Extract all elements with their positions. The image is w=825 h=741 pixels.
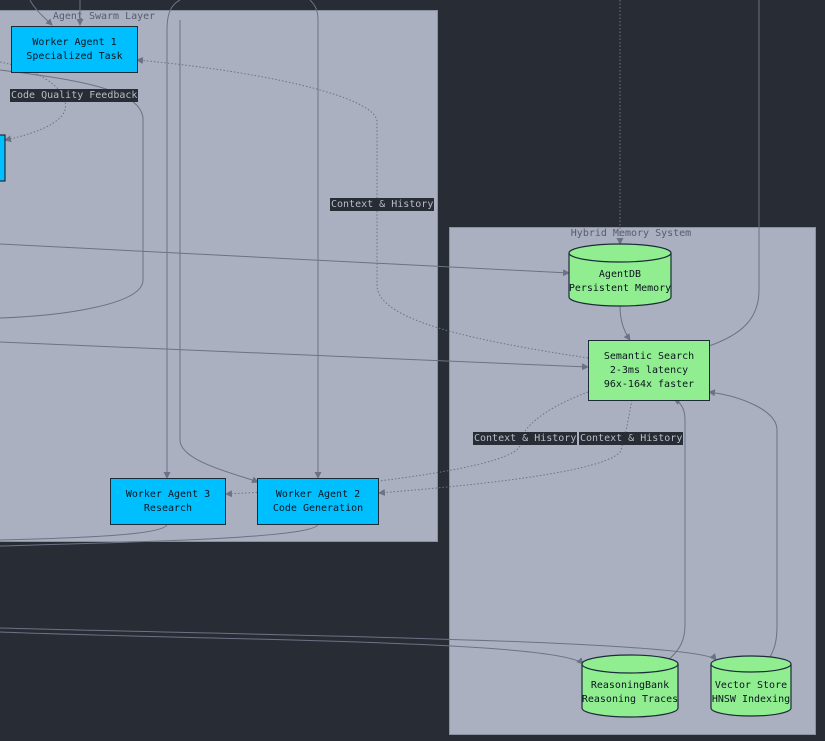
worker-agent-2[interactable]: Worker Agent 2 Code Generation [257,478,379,525]
edge-to-semantic [0,341,589,371]
edge-label-context-history-3: Context & History [579,432,684,445]
reasoningbank-cylinder[interactable] [581,654,679,718]
reasoning-line2: Reasoning Traces [581,694,679,705]
worker-agent-3[interactable]: Worker Agent 3 Research [110,478,226,525]
partial-left-node [0,134,6,182]
edge-left-loop [0,69,144,319]
edge-ctx-semantic-worker1 [136,57,589,359]
vector-line2: HNSW Indexing [711,694,791,705]
vector-line1: Vector Store [714,680,788,691]
agentdb-line1: AgentDB [598,269,642,280]
agentdb-cylinder[interactable] [568,243,672,307]
semantic-line1: Semantic Search [603,350,695,362]
hybrid-memory-title: Hybrid Memory System [570,228,692,239]
edge-left-to-vector [0,627,717,661]
reasoningbank-label: ReasoningBank Reasoning Traces [582,679,678,707]
vector-store-cylinder[interactable] [710,655,792,717]
worker2-line1: Worker Agent 2 [275,488,361,500]
edge-vector-to-semantic [708,389,778,661]
worker2-line2: Code Generation [272,502,364,514]
edge-left-to-reasoning [0,631,584,665]
edge-worker3-out [0,523,168,541]
worker-agent-1[interactable]: Worker Agent 1 Specialized Task [11,26,138,73]
edge-reasoning-to-semantic [667,398,686,661]
edge-ctx-semantic-worker2 [378,399,633,496]
edge-ctx-semantic-worker3 [225,391,589,498]
edge-label-code-quality: Code Quality Feedback [10,89,139,102]
semantic-line2: 2-3ms latency [609,364,689,376]
edge-down-to-worker2-b [309,0,322,479]
reasoning-line1: ReasoningBank [590,680,670,691]
agentdb-line2: Persistent Memory [568,283,672,294]
semantic-line3: 96x-164x faster [603,378,695,390]
agentdb-label: AgentDB Persistent Memory [569,268,671,296]
edge-down-to-worker3 [163,0,181,479]
edge-worker2-out [0,523,319,547]
edge-top-to-semantic [708,0,760,347]
agent-swarm-title: Agent Swarm Layer [52,11,156,22]
worker1-line1: Worker Agent 1 [32,36,117,48]
semantic-search[interactable]: Semantic Search 2-3ms latency 96x-164x f… [588,340,710,401]
worker3-line2: Research [143,502,193,514]
edge-label-context-history-1: Context & History [330,198,435,211]
edge-to-agentdb [0,243,570,277]
edge-label-context-history-2: Context & History [473,432,578,445]
vector-store-label: Vector Store HNSW Indexing [712,679,790,707]
edge-agentdb-to-semantic [619,305,631,341]
worker3-line1: Worker Agent 3 [125,488,211,500]
edge-down-to-worker2-a [179,20,259,484]
edge-top-to-worker1-a [29,0,53,26]
worker1-line2: Specialized Task [26,50,123,62]
